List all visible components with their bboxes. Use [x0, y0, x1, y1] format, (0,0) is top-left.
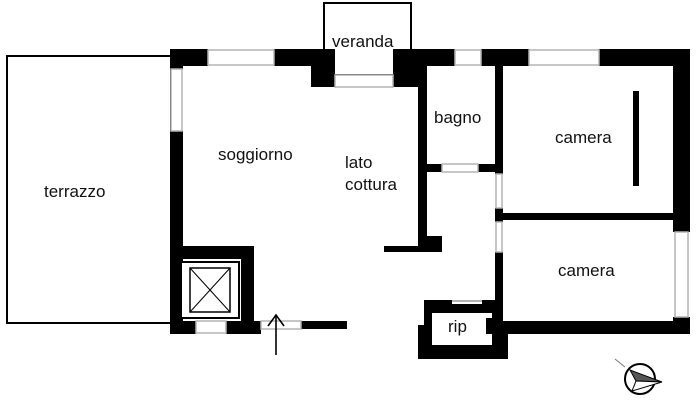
compass-icon — [614, 358, 663, 395]
label-camera-1: camera — [555, 128, 612, 147]
label-rip: rip — [448, 317, 467, 336]
label-bagno: bagno — [434, 108, 481, 127]
label-camera-2: camera — [558, 261, 615, 280]
arrow-up-icon — [267, 313, 285, 355]
label-veranda: veranda — [332, 32, 394, 51]
windows — [170, 49, 689, 334]
shaft-symbol — [180, 261, 240, 319]
rip-interior — [430, 313, 494, 347]
interior-walls — [384, 62, 675, 330]
label-terrazzo: terrazzo — [44, 182, 105, 201]
wardrobe-line — [633, 91, 639, 186]
label-cottura: cottura — [345, 175, 398, 194]
label-soggiorno: soggiorno — [218, 145, 293, 164]
label-lato: lato — [345, 153, 372, 172]
